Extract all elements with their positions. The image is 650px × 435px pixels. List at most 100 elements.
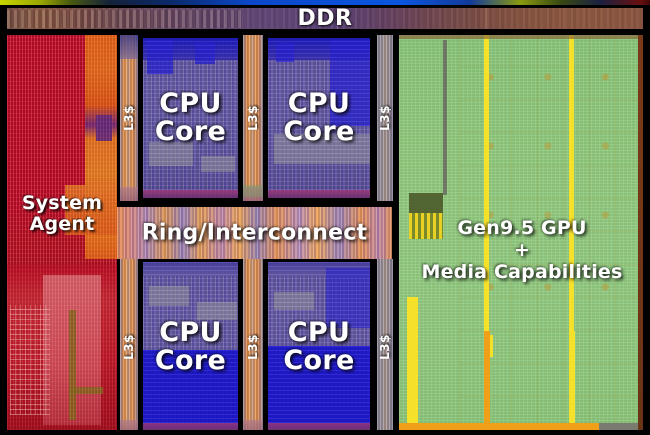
system-agent-step-block — [65, 185, 117, 235]
cache-bottom-seam — [120, 187, 138, 201]
gpu-bottom-gray-rail — [599, 423, 643, 430]
system-agent-orange-column-lower — [85, 231, 117, 259]
cache-label-right-top: L3$ — [378, 105, 392, 131]
gpu-orange-stripe — [484, 331, 490, 430]
core-horizontal-texture — [143, 38, 238, 198]
top-edge-rail — [0, 0, 650, 5]
core-blue-blob — [326, 268, 370, 328]
cache-texture — [120, 259, 138, 430]
cpu-core-label-top-right: CPU Core — [268, 87, 370, 147]
system-agent-gold-bar-horizontal — [69, 387, 103, 394]
ring-texture — [117, 207, 392, 259]
system-agent-label-line2: Agent — [29, 212, 95, 235]
cache-texture — [120, 35, 138, 201]
cpu-core-label-bottom-left: CPU Core — [143, 318, 238, 374]
gpu-block: Gen9.5 GPU + Media Capabilities — [399, 35, 643, 430]
core-label-line2: Core — [283, 344, 355, 376]
gpu-left-yellow-bar-inner — [413, 297, 418, 430]
core-gray-block — [149, 286, 189, 306]
system-agent-purple-block — [96, 115, 112, 141]
cache-blue-top — [120, 35, 138, 59]
core-label-line1: CPU — [287, 87, 351, 119]
gpu-yellow-stripe-1 — [484, 35, 489, 335]
gpu-left-yellow-bar — [407, 297, 416, 430]
gpu-bottom-orange-rail — [399, 423, 599, 430]
gpu-dark-block — [409, 193, 443, 215]
system-agent-label-line1: System — [21, 192, 103, 214]
cache-strip-middle-top: L3$ — [243, 35, 263, 201]
system-agent-label: System Agent — [7, 193, 117, 234]
core-blue-blob — [147, 40, 173, 74]
cpu-core-top-left: CPU Core — [140, 35, 241, 201]
cache-label-left-top: L3$ — [122, 105, 136, 131]
ddr-seam-3 — [563, 8, 564, 29]
cache-label-middle-top: L3$ — [246, 105, 260, 131]
cpu-core-bottom-left: CPU Core — [140, 259, 241, 430]
cache-label-left-bottom: L3$ — [122, 333, 136, 360]
cache-bottom-seam — [243, 420, 263, 430]
cache-texture — [377, 259, 393, 430]
core-gray-block — [197, 302, 237, 320]
cache-texture — [243, 35, 263, 201]
core-horizontal-texture — [268, 262, 370, 430]
core-gray-block — [201, 156, 235, 172]
system-agent-texture-overlay — [7, 35, 117, 430]
core-blue-blob — [330, 40, 370, 126]
cache-texture — [243, 259, 263, 430]
core-blue-lower-block — [143, 350, 238, 428]
cache-strip-left-top: L3$ — [120, 35, 138, 201]
core-bottom-seam — [143, 190, 238, 198]
core-blue-blob — [276, 42, 294, 62]
gpu-yellow-stripe-2 — [569, 35, 574, 335]
gpu-yellow-block — [409, 213, 443, 239]
gpu-label-line1: Gen9.5 GPU — [457, 217, 587, 239]
ring-interconnect-label: Ring/Interconnect — [141, 220, 368, 246]
core-bottom-seam — [268, 190, 370, 198]
cache-label-right-bottom: L3$ — [378, 333, 392, 360]
core-horizontal-texture — [143, 262, 238, 430]
gpu-label: Gen9.5 GPU + Media Capabilities — [399, 217, 643, 284]
cpu-core-top-right: CPU Core — [265, 35, 373, 201]
cache-strip-middle-bottom: L3$ — [243, 259, 263, 430]
ddr-block: DDR — [5, 6, 645, 31]
core-label-line1: CPU — [287, 316, 351, 348]
ddr-left-texture — [7, 10, 242, 28]
gpu-eu-array — [465, 41, 643, 341]
cache-green-seam — [243, 185, 263, 197]
ring-interconnect-block: Ring/Interconnect — [117, 207, 392, 259]
ddr-seam-1 — [337, 8, 338, 29]
cache-strip-right-top: L3$ — [377, 35, 393, 201]
core-blue-top-band — [143, 262, 238, 276]
cache-strip-left-bottom: L3$ — [120, 259, 138, 430]
system-agent-block: System Agent — [7, 35, 117, 430]
cache-bottom-seam — [120, 420, 138, 430]
core-label-line2: Core — [283, 116, 355, 147]
system-agent-gold-bar — [69, 310, 76, 420]
core-gray-block — [274, 134, 370, 164]
core-label-line2: Core — [154, 344, 227, 376]
core-horizontal-texture — [268, 38, 370, 198]
cache-strip-right-bottom: L3$ — [377, 259, 393, 430]
gpu-top-brown-rail — [399, 35, 643, 39]
system-agent-dot-array — [10, 305, 50, 415]
core-gray-block — [274, 292, 314, 310]
core-bottom-seam — [268, 423, 370, 430]
core-label-line1: CPU — [159, 316, 222, 348]
cache-label-middle-bottom: L3$ — [246, 333, 260, 360]
die-body: System Agent L3$ L3$ CPU — [5, 33, 645, 432]
gpu-label-line3: Media Capabilities — [421, 261, 623, 284]
gpu-gray-divider — [443, 40, 447, 195]
cpu-core-label-top-left: CPU Core — [143, 87, 238, 147]
ddr-seam-2 — [485, 8, 487, 29]
gpu-label-line2: + — [513, 239, 531, 262]
cpu-core-bottom-right: CPU Core — [265, 259, 373, 430]
core-label-line2: Core — [154, 116, 227, 147]
core-label-line1: CPU — [159, 87, 222, 119]
cache-texture — [377, 35, 393, 201]
core-blue-lower-block — [268, 346, 370, 428]
ddr-label: DDR — [297, 6, 353, 31]
cpu-core-label-bottom-right: CPU Core — [268, 318, 370, 374]
core-gray-block — [149, 142, 193, 166]
ddr-texture — [7, 8, 643, 29]
